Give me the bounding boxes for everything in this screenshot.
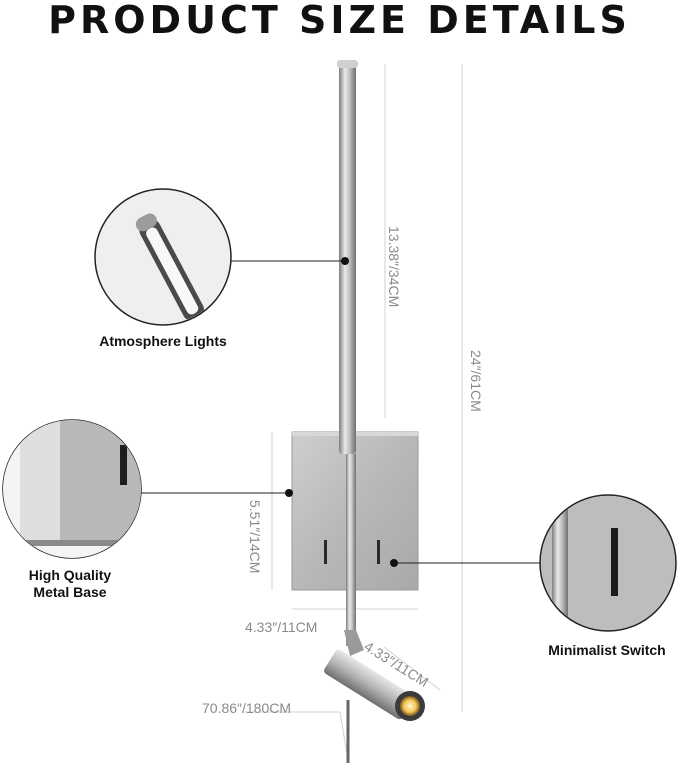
dim-total-height: 24″/61CM [468, 350, 484, 412]
switch-slot-left [324, 540, 327, 564]
callout-label-lights: Atmosphere Lights [99, 333, 227, 349]
callout-dot-switch [390, 559, 398, 567]
callout-dot-lights [341, 257, 349, 265]
page-title: PRODUCT SIZE DETAILS [48, 0, 631, 42]
switch-slot-right [377, 540, 380, 564]
dim-cord-length: 70.86″/180CM [202, 700, 292, 716]
detail-circle-base [2, 419, 142, 559]
dim-arm-length: 13.38″/34CM [386, 226, 402, 308]
callout-label-base-line2: Metal Base [33, 584, 107, 600]
callout-label-switch: Minimalist Switch [548, 642, 666, 658]
callout-label-base-line1: High Quality [28, 567, 112, 583]
detail-circle-lights [94, 188, 232, 326]
dimension-lines [244, 64, 463, 761]
dim-base-height: 5.51″/14CM [247, 500, 263, 574]
callout-lines [141, 260, 541, 564]
detail-circle-switch [539, 494, 677, 632]
lamp-head [324, 630, 425, 721]
dim-base-width: 4.33″/11CM [245, 619, 318, 635]
callout-dot-base [285, 489, 293, 497]
